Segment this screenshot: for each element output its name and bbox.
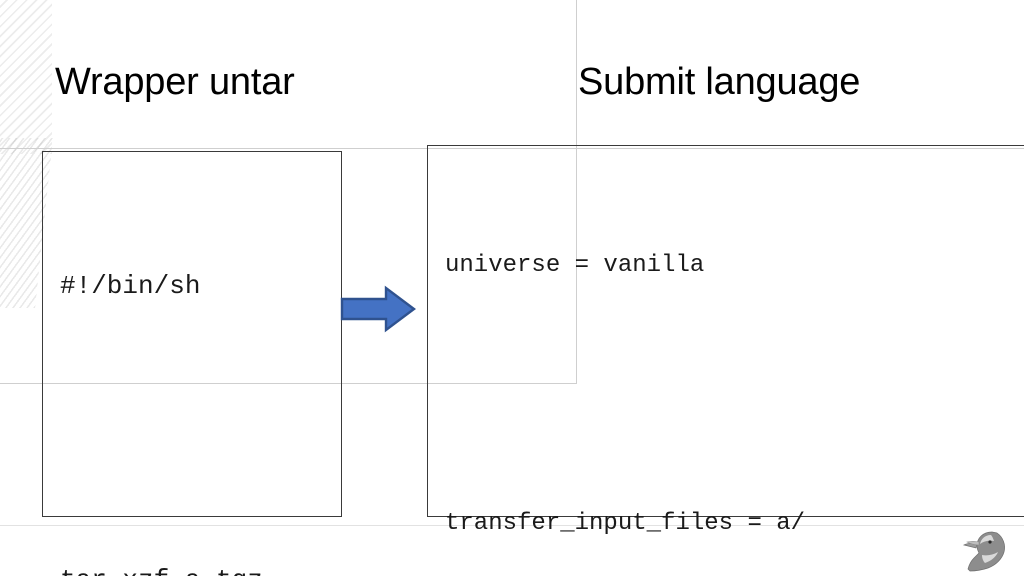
guide-line-horizontal-top [0,148,1024,149]
diagonal-stripes-decoration-upper [0,0,52,154]
htcondor-eagle-logo-icon [962,531,1005,572]
page-title-submit-language: Submit language [578,61,861,103]
guide-line-horizontal-bottom [0,525,1024,526]
code-line: universe = vanilla [445,252,705,279]
code-line: #!/bin/sh [60,271,201,301]
guide-line-horizontal-middle [0,383,576,384]
code-line-blank [445,373,805,416]
page-title-wrapper-untar: Wrapper untar [55,61,295,103]
code-line: tar xzf a.tgz [60,556,263,576]
code-line-blank [60,409,263,458]
submit-file-code: universe = vanilla transfer_input_files … [445,158,805,576]
guide-line-vertical [576,0,577,384]
submit-file-box [427,145,1024,517]
wrapper-script-box [42,151,342,517]
wrapper-script-code: #!/bin/sh tar xzf a.tgz .. rm -fr a/ [60,164,263,576]
code-line: transfer_input_files = a/ [445,510,806,537]
right-arrow-icon [340,285,416,333]
